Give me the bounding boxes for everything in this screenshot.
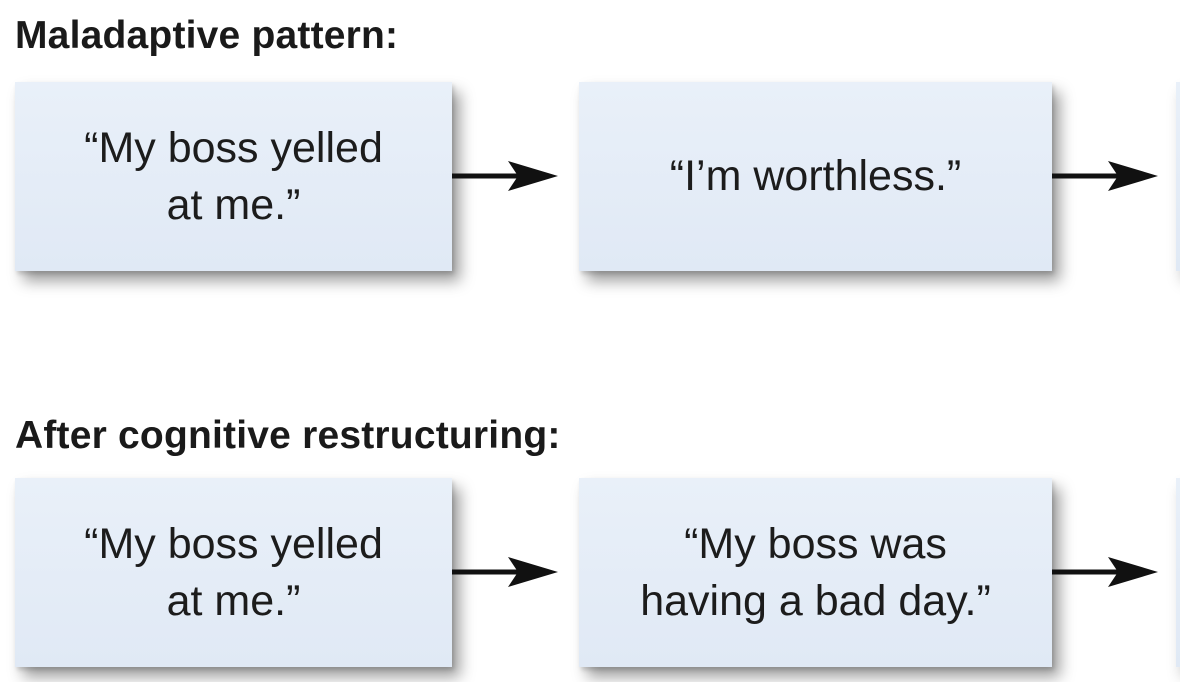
box-text: “My boss yelled at me.” bbox=[84, 123, 383, 229]
box-text: “I’m worthless.” bbox=[669, 152, 962, 200]
arrow-right-icon bbox=[452, 555, 560, 589]
arrow-right-icon bbox=[452, 159, 560, 193]
box-thought-restructured: “My boss was having a bad day.” bbox=[579, 478, 1052, 667]
heading-maladaptive-pattern: Maladaptive pattern: bbox=[15, 14, 399, 57]
box-partial-cropped bbox=[1176, 478, 1180, 667]
box-text: “My boss was having a bad day.” bbox=[640, 519, 991, 625]
box-text: “My boss yelled at me.” bbox=[84, 519, 383, 625]
arrow-right-icon bbox=[1052, 159, 1160, 193]
box-event-maladaptive: “My boss yelled at me.” bbox=[15, 82, 452, 271]
arrow-right-icon bbox=[1052, 555, 1160, 589]
box-thought-maladaptive: “I’m worthless.” bbox=[579, 82, 1052, 271]
box-event-restructured: “My boss yelled at me.” bbox=[15, 478, 452, 667]
heading-after-cognitive-restructuring: After cognitive restructuring: bbox=[15, 414, 561, 457]
box-partial-cropped bbox=[1176, 82, 1180, 271]
